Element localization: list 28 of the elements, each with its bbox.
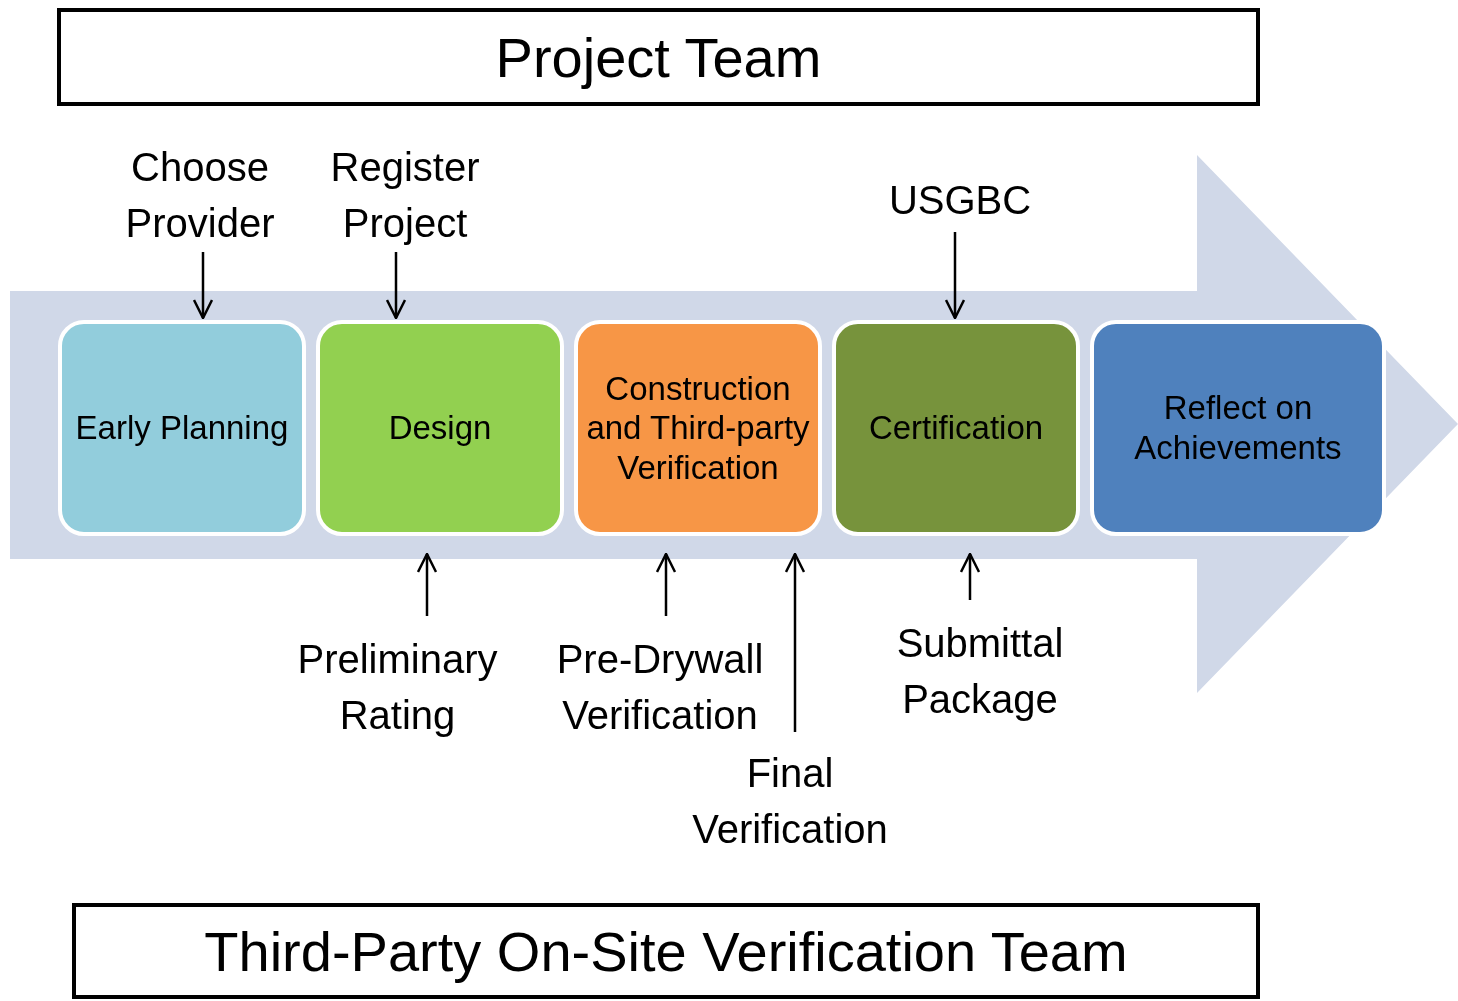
arrow: [784, 552, 806, 732]
arrow: [192, 252, 214, 320]
team-box: [72, 903, 1260, 999]
phase-label: Certification: [867, 408, 1045, 448]
milestone-label: USGBC: [888, 177, 1032, 224]
phase-label: Early Planning: [74, 408, 290, 448]
milestone-label: Choose Provider: [124, 144, 276, 247]
phase-box: [832, 320, 1080, 536]
phase-box: [58, 320, 306, 536]
phase-label: Design: [387, 408, 493, 448]
milestone-label: Submittal Package: [895, 620, 1065, 723]
milestone-label: Register Project: [329, 144, 481, 247]
milestone-label: Pre-Drywall Verification: [555, 636, 765, 739]
phase-box: [574, 320, 822, 536]
phase-label: Construction and Third-party Verification: [585, 368, 811, 488]
arrow: [944, 232, 966, 320]
team-label: Project Team: [495, 24, 822, 90]
phase-box: [1090, 320, 1386, 536]
phase-box: [316, 320, 564, 536]
arrow: [416, 552, 438, 616]
arrow: [385, 252, 407, 320]
arrow: [655, 552, 677, 616]
phase-label: Reflect on Achievements: [1133, 388, 1343, 468]
team-label: Third-Party On-Site Verification Team: [204, 918, 1128, 984]
arrow: [959, 552, 981, 600]
team-box: [57, 8, 1260, 106]
milestone-label: Preliminary Rating: [296, 636, 499, 739]
milestone-label: Final Verification: [691, 750, 889, 853]
